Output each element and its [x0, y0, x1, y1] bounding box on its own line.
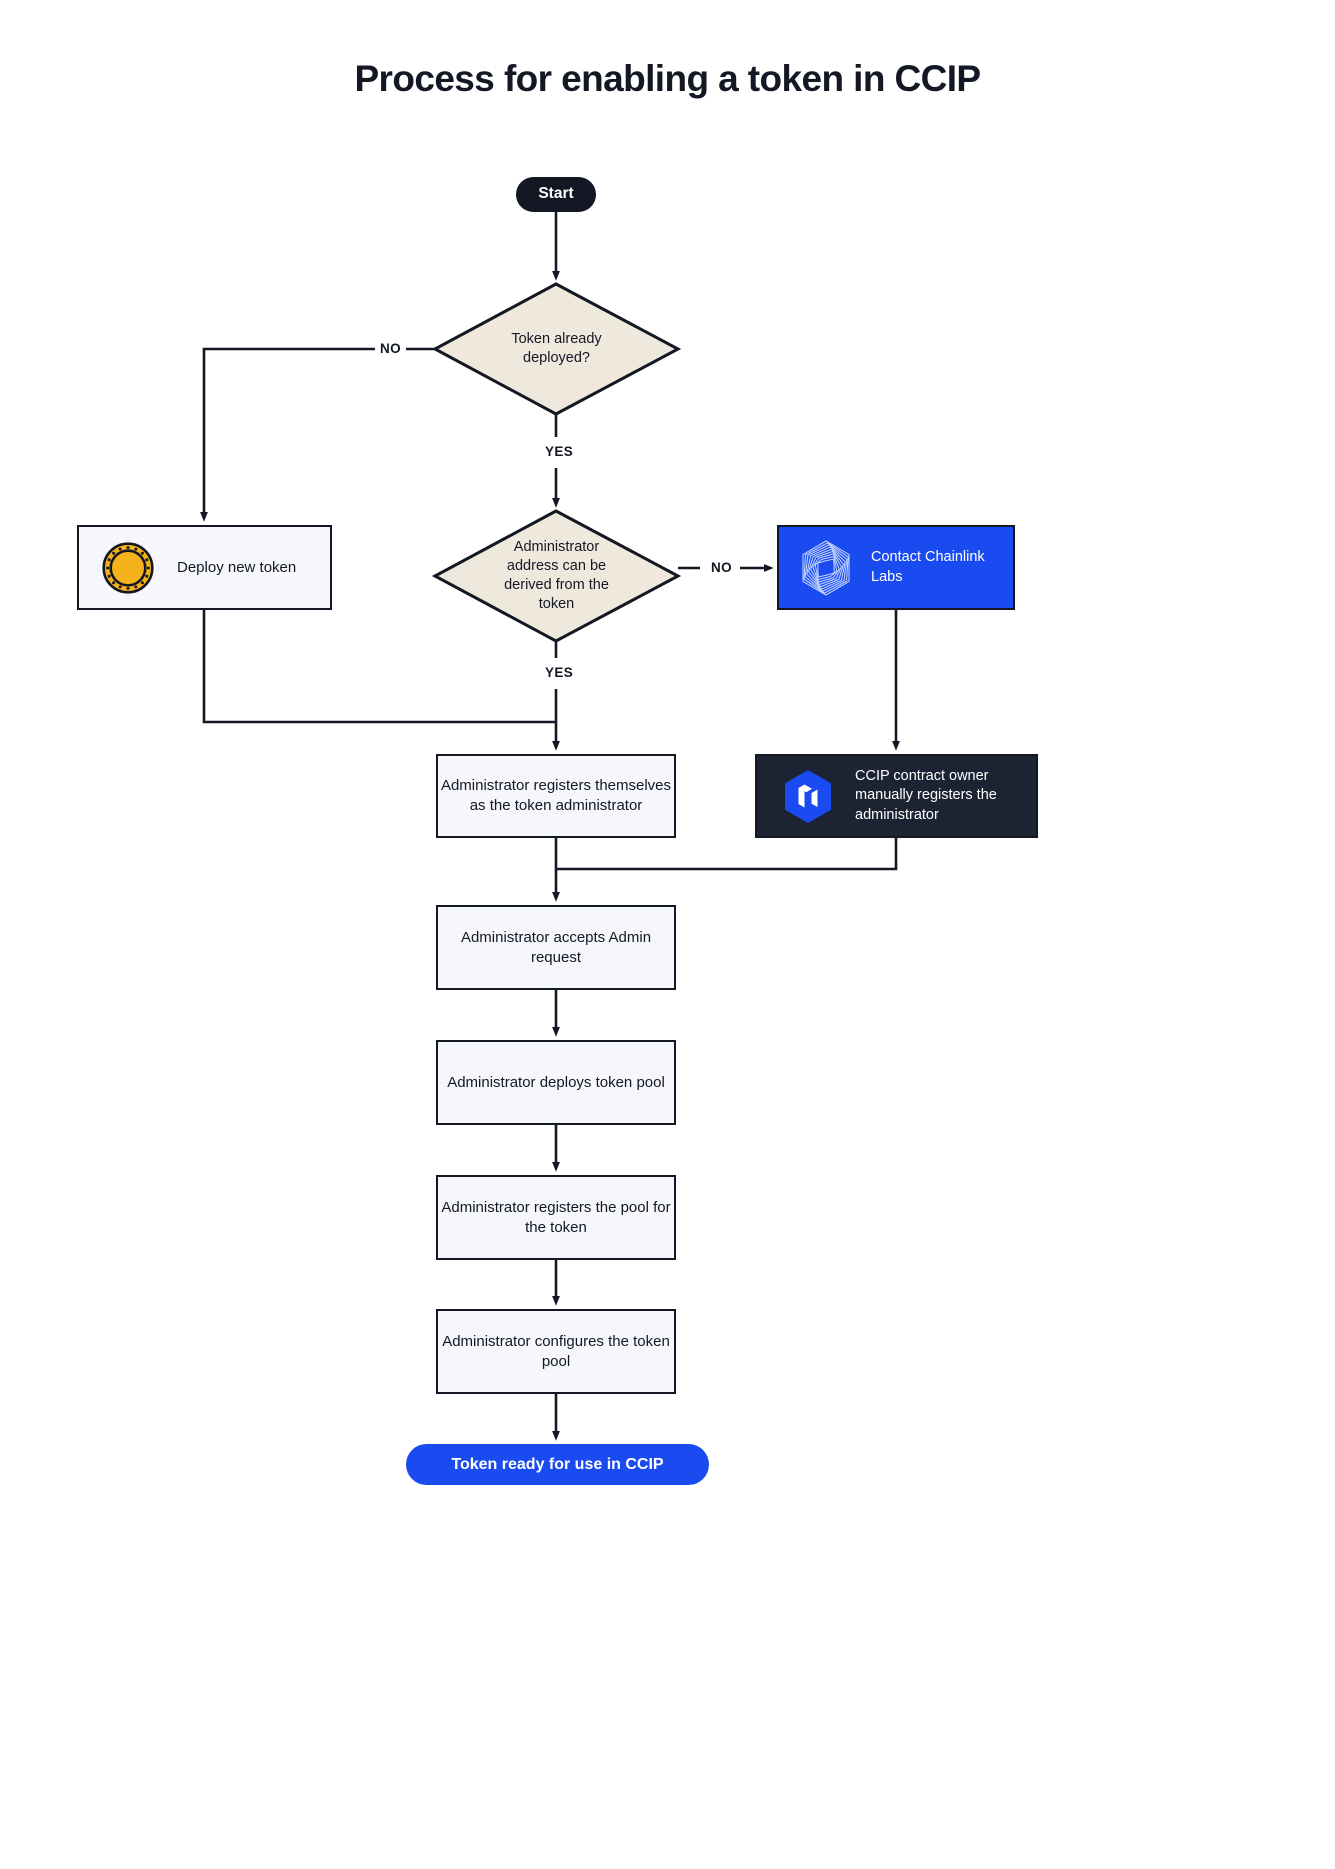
process-register-pool-for-token[interactable]: Administrator registers the pool for the…: [436, 1175, 676, 1260]
edge-label-no-2: NO: [706, 559, 738, 576]
process-configure-token-pool[interactable]: Administrator configures the token pool: [436, 1309, 676, 1394]
process-contact-chainlink-labs[interactable]: Contact Chainlink Labs: [777, 525, 1015, 610]
start-node[interactable]: Start: [516, 177, 596, 212]
decision-admin-derived[interactable]: Administrator address can be derived fro…: [435, 511, 678, 641]
deploy-new-token-label: Deploy new token: [177, 558, 297, 576]
decision-token-deployed-label: Token already deployed?: [511, 330, 602, 366]
edge-ccip-merge: [556, 838, 898, 871]
contact-chainlink-labs-label: Contact Chainlink Labs: [871, 549, 985, 585]
decision-diamond-admin-derived: [431, 509, 682, 643]
decision-admin-derived-label: Administrator address can be derived fro…: [504, 538, 609, 613]
register-self-label: Administrator registers themselves as th…: [440, 777, 672, 814]
ccip-owner-label: CCIP contract owner manually registers t…: [855, 768, 997, 823]
process-accept-admin-request[interactable]: Administrator accepts Admin request: [436, 905, 676, 990]
process-register-self-as-admin[interactable]: Administrator registers themselves as th…: [436, 754, 676, 838]
process-deploy-token-pool[interactable]: Administrator deploys token pool: [436, 1040, 676, 1125]
start-label: Start: [538, 185, 574, 203]
deploy-pool-label: Administrator deploys token pool: [447, 1073, 665, 1091]
edge-label-yes-1: YES: [540, 443, 579, 460]
accept-admin-label: Administrator accepts Admin request: [460, 928, 652, 966]
edge-label-yes-2: YES: [540, 664, 579, 681]
edge-deploy-merge: [202, 610, 556, 724]
end-label: Token ready for use in CCIP: [451, 1455, 664, 1473]
decision-diamond-token-deployed: [431, 282, 682, 416]
register-pool-label: Administrator registers the pool for the…: [441, 1198, 671, 1236]
ccip-hex-icon: [785, 770, 831, 823]
edge-label-no-1: NO: [375, 340, 407, 357]
chainlink-spiral-icon: [802, 539, 850, 596]
configure-pool-label: Administrator configures the token pool: [442, 1332, 670, 1370]
process-deploy-new-token[interactable]: Deploy new token: [77, 525, 332, 610]
edge-decision1-no: [200, 347, 435, 522]
end-node[interactable]: Token ready for use in CCIP: [406, 1444, 709, 1485]
process-ccip-owner-registers-admin[interactable]: CCIP contract owner manually registers t…: [755, 754, 1038, 838]
coin-icon: [102, 541, 154, 594]
decision-token-deployed[interactable]: Token already deployed?: [435, 284, 678, 414]
page-title: Process for enabling a token in CCIP: [354, 58, 981, 99]
